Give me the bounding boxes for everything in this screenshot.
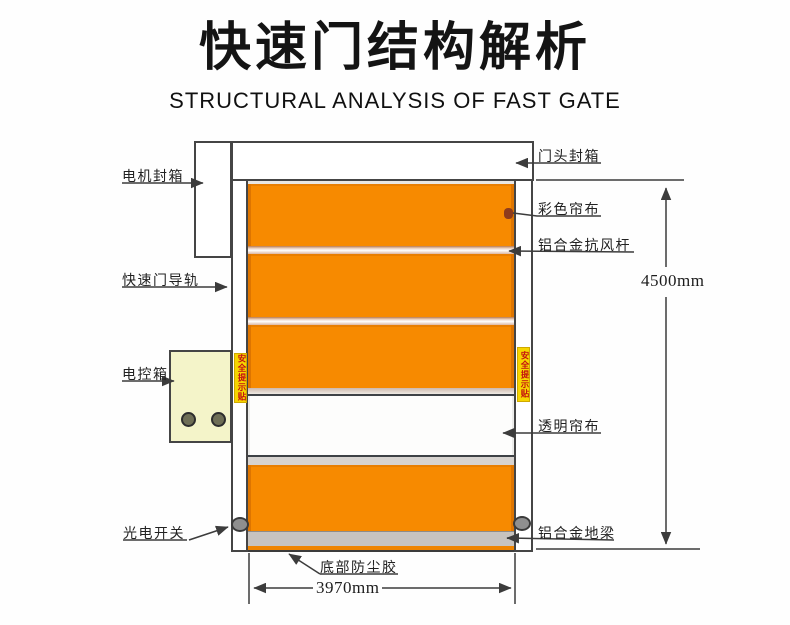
label-door-head-box: 门头封箱: [538, 149, 600, 165]
page-subtitle: STRUCTURAL ANALYSIS OF FAST GATE: [169, 88, 621, 113]
ground-beam-bar: [248, 531, 514, 546]
wind-bar-3: [248, 388, 514, 396]
electric-control-box: [169, 350, 232, 443]
wind-bar-2: [248, 317, 514, 325]
curtain-panel-1: [248, 184, 514, 246]
leader-photo-switch: [188, 525, 229, 541]
curtain-panel-2: [248, 254, 514, 317]
label-colored-curtain: 彩色帘布: [538, 202, 600, 218]
label-door-rail: 快速门导轨: [122, 273, 200, 289]
dim-door-width: 3970mm: [313, 578, 383, 598]
photo-switch-left: [231, 517, 249, 532]
label-photo-switch: 光电开关: [123, 526, 185, 542]
label-ground-beam: 铝合金地梁: [538, 526, 616, 542]
curtain-panel-4: [248, 465, 514, 531]
wind-bar-4: [248, 455, 514, 465]
dim-door-height: 4500mm: [641, 271, 705, 290]
label-motor-box: 电机封箱: [122, 169, 184, 185]
control-knob-left: [181, 412, 196, 427]
label-bottom-dust-seal: 底部防尘胶: [320, 560, 398, 576]
label-control-box: 电控箱: [122, 367, 169, 383]
photo-switch-right: [513, 516, 531, 531]
door-curtain: [248, 181, 514, 552]
page-title: 快速门结构解析: [198, 18, 591, 78]
safety-sticker-right: 安全提示贴: [517, 347, 530, 402]
leader-dust-seal: [288, 553, 321, 575]
safety-sticker-left: 安全提示贴: [234, 353, 247, 403]
curtain-clip: [504, 208, 513, 219]
bottom-dust-seal-strip: [248, 546, 514, 552]
curtain-panel-3: [248, 325, 514, 388]
label-transparent-curtain: 透明帘布: [538, 419, 600, 435]
curtain-top-strip: [248, 181, 514, 184]
wind-bar-1: [248, 246, 514, 254]
control-knob-right: [211, 412, 226, 427]
label-wind-bar: 铝合金抗风杆: [538, 238, 631, 254]
motor-seal-box: [194, 141, 232, 258]
transparent-curtain-section: [248, 396, 514, 455]
door-head-seal-box: [231, 141, 534, 181]
